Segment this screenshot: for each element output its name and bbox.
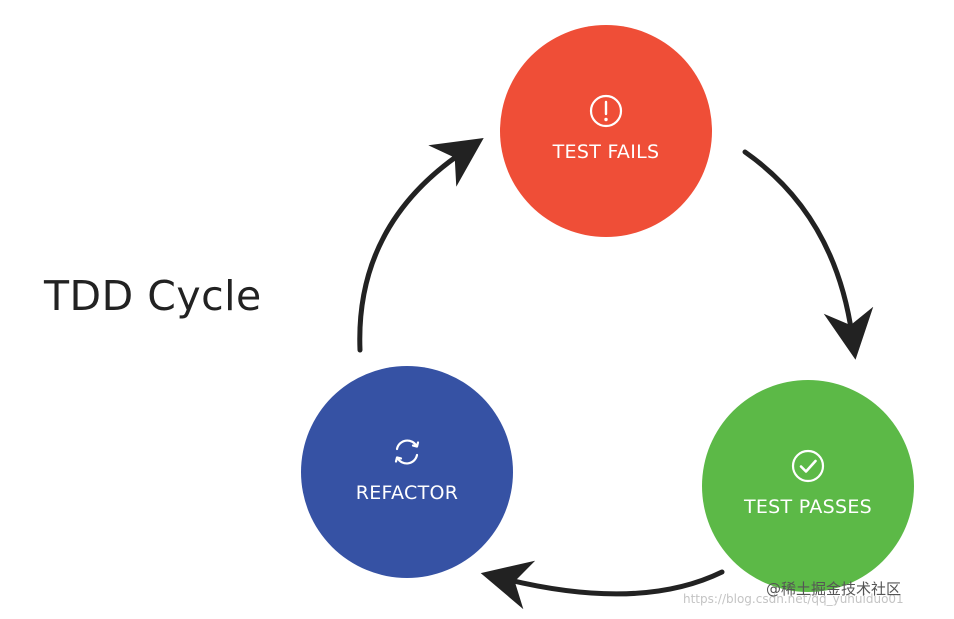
node-label: REFACTOR (355, 482, 459, 504)
arrow-pass-to-refactor (480, 560, 725, 610)
node-label: TEST FAILS (552, 141, 660, 163)
diagram-title: TDD Cycle (44, 272, 262, 320)
exclamation-circle-icon (589, 94, 623, 128)
node-refactor: REFACTOR (301, 366, 513, 578)
arrow-refactor-to-fail (357, 137, 484, 353)
watermark-url: https://blog.csdn.net/qq_yuhuiduo01 (683, 592, 904, 606)
node-test-fails: TEST FAILS (500, 25, 712, 237)
node-label: TEST PASSES (743, 496, 873, 518)
watermark-brand: @稀土掘金技术社区 (766, 580, 902, 598)
arrow-fail-to-pass (742, 149, 874, 360)
node-test-passes: TEST PASSES (702, 380, 914, 592)
check-circle-icon (791, 449, 825, 483)
refresh-icon (394, 439, 420, 465)
